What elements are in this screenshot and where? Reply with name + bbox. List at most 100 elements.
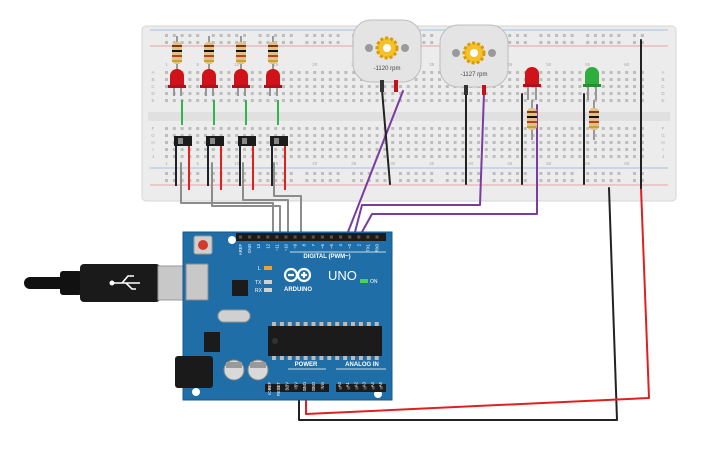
motor-gear-icon <box>375 36 399 60</box>
bb-col-label: 20 <box>312 62 318 67</box>
resistor[interactable] <box>172 36 182 72</box>
black-wire-motor-1[interactable] <box>381 89 391 185</box>
pin-label: TX1 <box>365 243 370 251</box>
l-led: L <box>258 266 272 272</box>
dc-motor-1[interactable]: -1120 rpm <box>352 19 422 92</box>
bb-row-label: A <box>151 70 154 75</box>
bb-col-label: 1 <box>165 62 168 67</box>
pin-label: ~11 <box>274 243 279 250</box>
usb-icon <box>112 275 140 290</box>
bb-col-label: 5 <box>196 62 199 67</box>
gray-wire-4[interactable] <box>273 162 302 233</box>
slide-switch[interactable] <box>270 136 288 146</box>
pin-label: A0 <box>337 381 342 387</box>
pin-label: AREF <box>238 244 243 256</box>
digital-label: DIGITAL (PWM~) <box>303 254 350 260</box>
resistor[interactable] <box>268 36 278 72</box>
bb-row-label: H <box>151 140 154 145</box>
bb-row-label: J <box>152 154 154 159</box>
purple-wire-motor-2[interactable] <box>354 92 485 233</box>
red-led-right[interactable] <box>523 67 541 100</box>
bb-col-label: 45 <box>507 161 513 166</box>
gray-wire-3[interactable] <box>242 162 289 233</box>
bb-col-label: 10 <box>234 62 240 67</box>
red-led[interactable] <box>200 69 218 96</box>
gray-wire-2[interactable] <box>211 162 281 233</box>
led-switch-group-3 <box>232 36 256 190</box>
pin-label: GND <box>302 382 307 391</box>
analog-label: ANALOG IN <box>345 362 379 368</box>
power-jack <box>175 356 213 388</box>
bb-row-label: B <box>151 77 154 82</box>
red-led[interactable] <box>264 69 282 96</box>
bb-row-label: B <box>661 77 664 82</box>
bb-col-label: 15 <box>273 62 279 67</box>
pin-label: Vin <box>320 381 325 388</box>
bb-row-label: I <box>662 147 663 152</box>
bb-row-label: C <box>661 84 665 89</box>
usb-chip <box>232 280 248 296</box>
bb-col-label: 60 <box>624 62 630 67</box>
slide-switch[interactable] <box>238 136 256 146</box>
bb-col-label: 45 <box>507 62 513 67</box>
bb-row-label: C <box>151 84 155 89</box>
svg-text:ON: ON <box>370 279 378 285</box>
resistor[interactable] <box>204 36 214 72</box>
motor-speed-label-2: -1127 rpm <box>461 72 488 78</box>
dc-motor-2[interactable]: -1127 rpm <box>439 24 509 95</box>
power-label: POWER <box>295 362 318 368</box>
bb-col-label: 50 <box>546 161 552 166</box>
pin-label: A2 <box>353 381 358 387</box>
pin-label: 7 <box>311 243 316 246</box>
purple-wire-led[interactable] <box>361 104 538 233</box>
bb-col-label: 10 <box>234 161 240 166</box>
pin-label: ~3 <box>347 243 352 248</box>
usb-cable[interactable] <box>24 264 189 302</box>
green-led-right[interactable] <box>583 67 601 100</box>
resistor-right-1[interactable] <box>527 100 537 140</box>
red-wire-5v[interactable] <box>305 187 650 415</box>
purple-wire-motor-1[interactable] <box>347 90 404 233</box>
pin-label: GND <box>311 382 316 391</box>
red-led[interactable] <box>168 69 186 96</box>
led-switch-group-1 <box>168 36 192 190</box>
resistor[interactable] <box>236 36 246 72</box>
bb-row-label: E <box>661 98 664 103</box>
bb-col-label: 55 <box>585 161 591 166</box>
bb-col-label: 1 <box>165 161 168 166</box>
bb-col-label: 30 <box>390 161 396 166</box>
slide-switch[interactable] <box>206 136 224 146</box>
bb-row-label: F <box>662 126 665 131</box>
slide-switch[interactable] <box>174 136 192 146</box>
bb-col-label: 20 <box>312 161 318 166</box>
pin-label: ~6 <box>320 243 325 248</box>
pin-label: 5V <box>293 382 298 387</box>
arduino-logo-icon <box>283 267 312 283</box>
pin-label: 12 <box>265 243 270 248</box>
motor-gear-icon <box>462 41 486 65</box>
bb-row-label: G <box>661 133 665 138</box>
bb-col-label: 15 <box>273 161 279 166</box>
bb-row-label: H <box>661 140 664 145</box>
pin-label: 13 <box>256 243 261 248</box>
gray-wire-1[interactable] <box>180 162 274 233</box>
bb-col-label: 60 <box>624 161 630 166</box>
bb-row-label: I <box>152 147 153 152</box>
bb-row-label: D <box>661 91 665 96</box>
regulator <box>204 332 220 352</box>
bb-row-label: J <box>662 154 664 159</box>
motor-speed-label-1: -1120 rpm <box>374 66 401 72</box>
bb-row-label: G <box>151 133 155 138</box>
black-wire-gnd[interactable] <box>298 187 618 421</box>
red-led[interactable] <box>232 69 250 96</box>
svg-text:TX: TX <box>255 280 262 286</box>
bb-row-label: F <box>152 126 155 131</box>
resistor-right-2[interactable] <box>589 100 599 140</box>
reset-button[interactable] <box>193 235 213 255</box>
